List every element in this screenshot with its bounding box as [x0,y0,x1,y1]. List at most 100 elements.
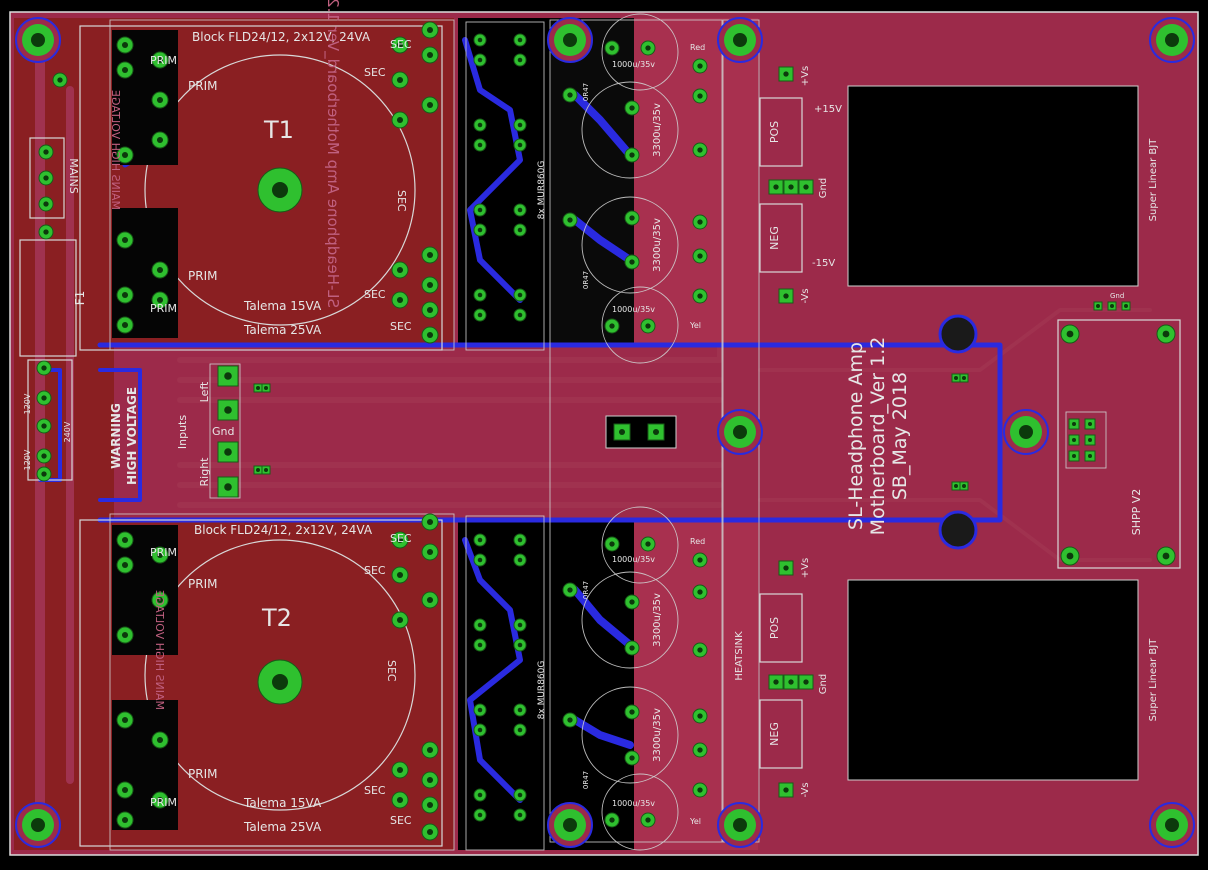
mount-drill-0 [31,33,45,47]
input-pad-1-hole [224,406,232,414]
led-yel-top: Yel [689,321,701,330]
cap-pad-7-hole [645,323,651,329]
heatsink-label: HEATSINK [734,631,745,681]
transformer-pad-34-hole [396,536,404,544]
shpp-pad-2-hole [1066,552,1074,560]
diode-pad-1-3-hole [517,142,523,148]
diode-pad-3-2-hole [477,312,483,318]
transformer-pad-22-hole [396,41,404,49]
cap-pad-5-hole [629,259,635,265]
diode-pad-2-2-hole [477,227,483,233]
gnd-label-top: Gnd [818,178,829,198]
diode-pad-1-5-hole [517,622,523,628]
transformer-pad-35-hole [426,548,434,556]
transformer-pad-28-hole [396,266,404,274]
shpp-header [1065,411,1107,469]
diode-pad-3-3-hole [517,312,523,318]
board-edge [9,11,1199,856]
via-large-bottom [938,510,978,550]
t1-sec-a: SEC [390,38,412,51]
t2-name: T2 [261,604,292,632]
cap-pad-18-hole [567,587,573,593]
t1-prim-a: PRIM [188,79,217,93]
diode-pad-3-5-hole [517,792,523,798]
transformer-pad-16-hole [121,716,129,724]
transformer-pad-26-hole [396,116,404,124]
cap-pad-29-hole [697,713,703,719]
led-red-top: Red [690,43,705,52]
v120-label-b: 120V [23,449,32,470]
fuse-label: F1 [73,291,87,306]
transformer-pad-40-hole [396,766,404,774]
input-gnd-label: Gnd [212,425,234,438]
t2-prim-b: PRIM [188,767,217,781]
transformer-pad-11-hole [121,536,129,544]
transformer-pad-41-hole [426,776,434,784]
diode-pad-2-3-hole [517,227,523,233]
bjt-label-top: Super Linear BJT [1148,138,1159,222]
transformer-pad-8-hole [121,291,129,299]
input-pad-3-hole [224,483,232,491]
transformer-t2 [79,513,455,851]
t2-block-label: Block FLD24/12, 2x12V, 24VA [194,523,373,537]
diode-pad-2-6-hole [477,727,483,733]
t1-block-label: Block FLD24/12, 2x12V, 24VA [192,30,371,44]
cap-pad-19-hole [567,717,573,723]
transformer-pad-21-hole [426,26,434,34]
cap-pad-1-hole [645,45,651,51]
mount-drill-1 [1165,33,1179,47]
t1-name: T1 [263,116,294,144]
top-copper-traces [35,55,1152,815]
transformer-pad-12-hole [156,551,164,559]
cap-pad-11-hole [629,645,635,651]
mount-drill-7 [733,818,747,832]
cap-big-3: 3300u/35v [652,593,663,647]
small-pad-0-hole [256,386,260,390]
mains-pad-1-hole [43,175,49,181]
cap-pad-13-hole [629,755,635,761]
copper-pour-mains [14,346,114,518]
transformer-pad-27-hole [426,251,434,259]
transformer-pad-15-hole [121,631,129,639]
t1-talema-large: Talema 25VA [243,323,322,337]
transformer-pad-17-hole [156,736,164,744]
transformer-pad-30-hole [396,296,404,304]
cap-pad-31-hole [697,787,703,793]
diode-pad-0-3-hole [517,57,523,63]
diode-pad-1-6-hole [477,642,483,648]
mount-drill-9 [1019,425,1033,439]
diode-pad-2-4-hole [477,707,483,713]
mirrored-mains-label-2: MAINS HIGH VOLTAGE [153,590,166,710]
res-label-1: 0R47 [582,83,590,101]
transformer-pad-1-hole [156,56,164,64]
transformer-pad-32-hole [426,331,434,339]
mains-pad-5-hole [41,365,47,371]
transformer-pad-39-hole [426,746,434,754]
t1-sec-d: SEC [390,320,412,333]
reg-header-pad-9-hole [783,787,789,793]
cap-pad-16-hole [567,92,573,98]
transformer-pad-43-hole [426,801,434,809]
t1-sec-c: SEC [364,288,386,301]
cap-pad-2-hole [629,105,635,111]
mains-pad-8-hole [41,453,47,459]
diode-pad-2-1-hole [517,207,523,213]
small-pad-6-hole [954,484,958,488]
reg-header-pad-4-hole [783,293,789,299]
bjt-label-bottom: Super Linear BJT [1148,638,1159,722]
plus15-label: +15V [814,104,842,115]
diode-pad-2-7-hole [517,727,523,733]
mains-pad-2-hole [43,201,49,207]
cap-pad-4-hole [629,215,635,221]
t1-prim-b: PRIM [188,269,217,283]
res-label-3: 0R47 [582,581,590,599]
mains-pad-3-hole [43,229,49,235]
diodes-label-top: 8x MUR860G [537,161,547,220]
cap-pad-6-hole [609,323,615,329]
t2-sec-a: SEC [390,532,412,545]
mounting-holes [15,17,1195,848]
inputs-label: Inputs [176,415,189,449]
transformer-pad-0-hole [121,41,129,49]
diode-pad-3-1-hole [517,292,523,298]
t2-talema-small: Talema 15VA [243,796,322,810]
